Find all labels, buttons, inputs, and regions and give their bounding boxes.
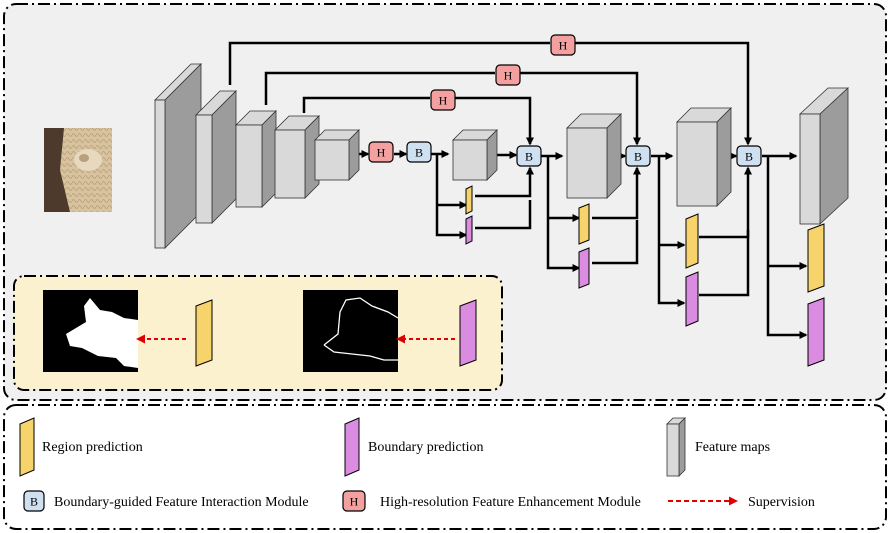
boundary-prediction-map-4 [578, 247, 590, 289]
module-letter: B [525, 150, 533, 164]
region-prediction-map-5 [685, 213, 699, 269]
module-letter: H [439, 94, 448, 108]
region-prediction-map-3 [578, 203, 590, 245]
legend-bfim-label: Boundary-guided Feature Interaction Modu… [54, 495, 309, 510]
legend-region-icon [19, 417, 35, 477]
region-prediction-map-1 [465, 185, 473, 215]
boundary-prediction-map-6 [685, 271, 699, 327]
bfim-module-5: B [406, 141, 432, 163]
feature-maps [154, 63, 850, 249]
hfem-module-2: H [495, 64, 521, 86]
legend-panel [3, 404, 887, 530]
boundary-ground-truth-hand-outline [303, 290, 399, 372]
legend-bfim-icon: B [23, 490, 45, 512]
prediction-branches [435, 154, 808, 339]
module-letter: H [377, 146, 386, 160]
feature-map-9 [798, 87, 850, 225]
boundary-prediction-map-8 [807, 297, 825, 367]
feature-map-7 [566, 113, 622, 199]
legend-boundary-icon [344, 417, 360, 477]
feature-map-3 [235, 110, 277, 208]
feature-map-1 [154, 63, 202, 249]
module-letter: B [415, 146, 423, 160]
bfim-module-6: B [516, 145, 542, 167]
region-prediction-map-9 [195, 299, 213, 367]
legend-feature-icon [666, 417, 686, 477]
legend-hfem-label: High-resolution Feature Enhancement Modu… [380, 495, 641, 510]
legend-region-label: Region prediction [42, 440, 143, 455]
feature-map-2 [195, 90, 237, 224]
feature-map-5 [314, 129, 360, 181]
feature-map-8 [676, 107, 732, 207]
svg-text:H: H [350, 495, 359, 509]
hfem-module-1: H [550, 34, 576, 56]
svg-text:B: B [30, 495, 38, 509]
legend-supervision-label: Supervision [748, 495, 815, 510]
prediction-maps [195, 185, 825, 367]
feature-map-4 [274, 115, 320, 199]
module-letter: B [634, 150, 642, 164]
hfem-module-3: H [430, 89, 456, 111]
legend-boundary-label: Boundary prediction [368, 440, 483, 455]
module-letter: B [745, 150, 753, 164]
boundary-prediction-map-10 [459, 299, 477, 367]
bfim-module-8: B [736, 145, 762, 167]
legend-feature-label: Feature maps [695, 440, 770, 455]
feature-map-6 [452, 129, 498, 181]
region-ground-truth-hand-mask [43, 290, 138, 372]
hfem-module-4: H [368, 141, 394, 163]
boundary-prediction-map-2 [465, 215, 473, 245]
bfim-module-7: B [625, 145, 651, 167]
region-prediction-map-7 [807, 223, 825, 293]
legend-hfem-icon: H [342, 490, 366, 512]
skip-connections [228, 41, 752, 146]
module-letter: H [504, 69, 513, 83]
modules: H H H H B B B B [368, 34, 762, 167]
module-letter: H [559, 39, 568, 53]
input-photo-sheep [44, 128, 112, 212]
